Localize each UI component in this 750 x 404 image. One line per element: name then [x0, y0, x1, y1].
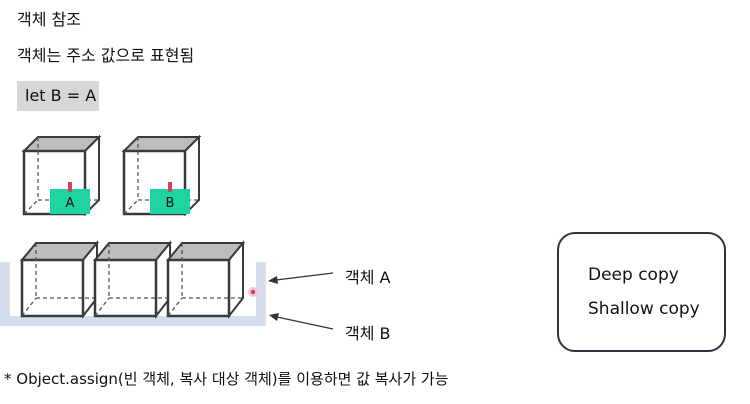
footnote: * Object.assign(빈 객체, 복사 대상 객체)를 이용하면 값 … — [4, 370, 449, 388]
code-text: let B = A — [25, 86, 97, 105]
shallow-copy-label: Shallow copy — [588, 299, 700, 319]
memory-cube-1 — [19, 240, 100, 319]
tag-b: B — [150, 182, 190, 214]
pointer-dot — [248, 287, 258, 297]
subtitle: 객체는 주소 값으로 표현됨 — [17, 46, 195, 65]
page-title: 객체 참조 — [17, 10, 81, 29]
memory-cube-2 — [92, 240, 173, 319]
tag-b-label: B — [166, 196, 175, 211]
arrow-to-container-b — [269, 313, 334, 330]
object-a-label: 객체 A — [345, 268, 391, 287]
arrow-to-container-a — [268, 272, 334, 284]
copy-types-box: Deep copy Shallow copy — [557, 232, 726, 352]
tag-a-label: A — [66, 196, 75, 211]
memory-container — [0, 262, 266, 326]
deep-copy-label: Deep copy — [588, 265, 679, 285]
object-b-label: 객체 B — [345, 324, 391, 343]
tag-a: A — [50, 182, 90, 214]
memory-cube-3 — [165, 240, 246, 319]
code-snippet: let B = A — [17, 81, 99, 111]
